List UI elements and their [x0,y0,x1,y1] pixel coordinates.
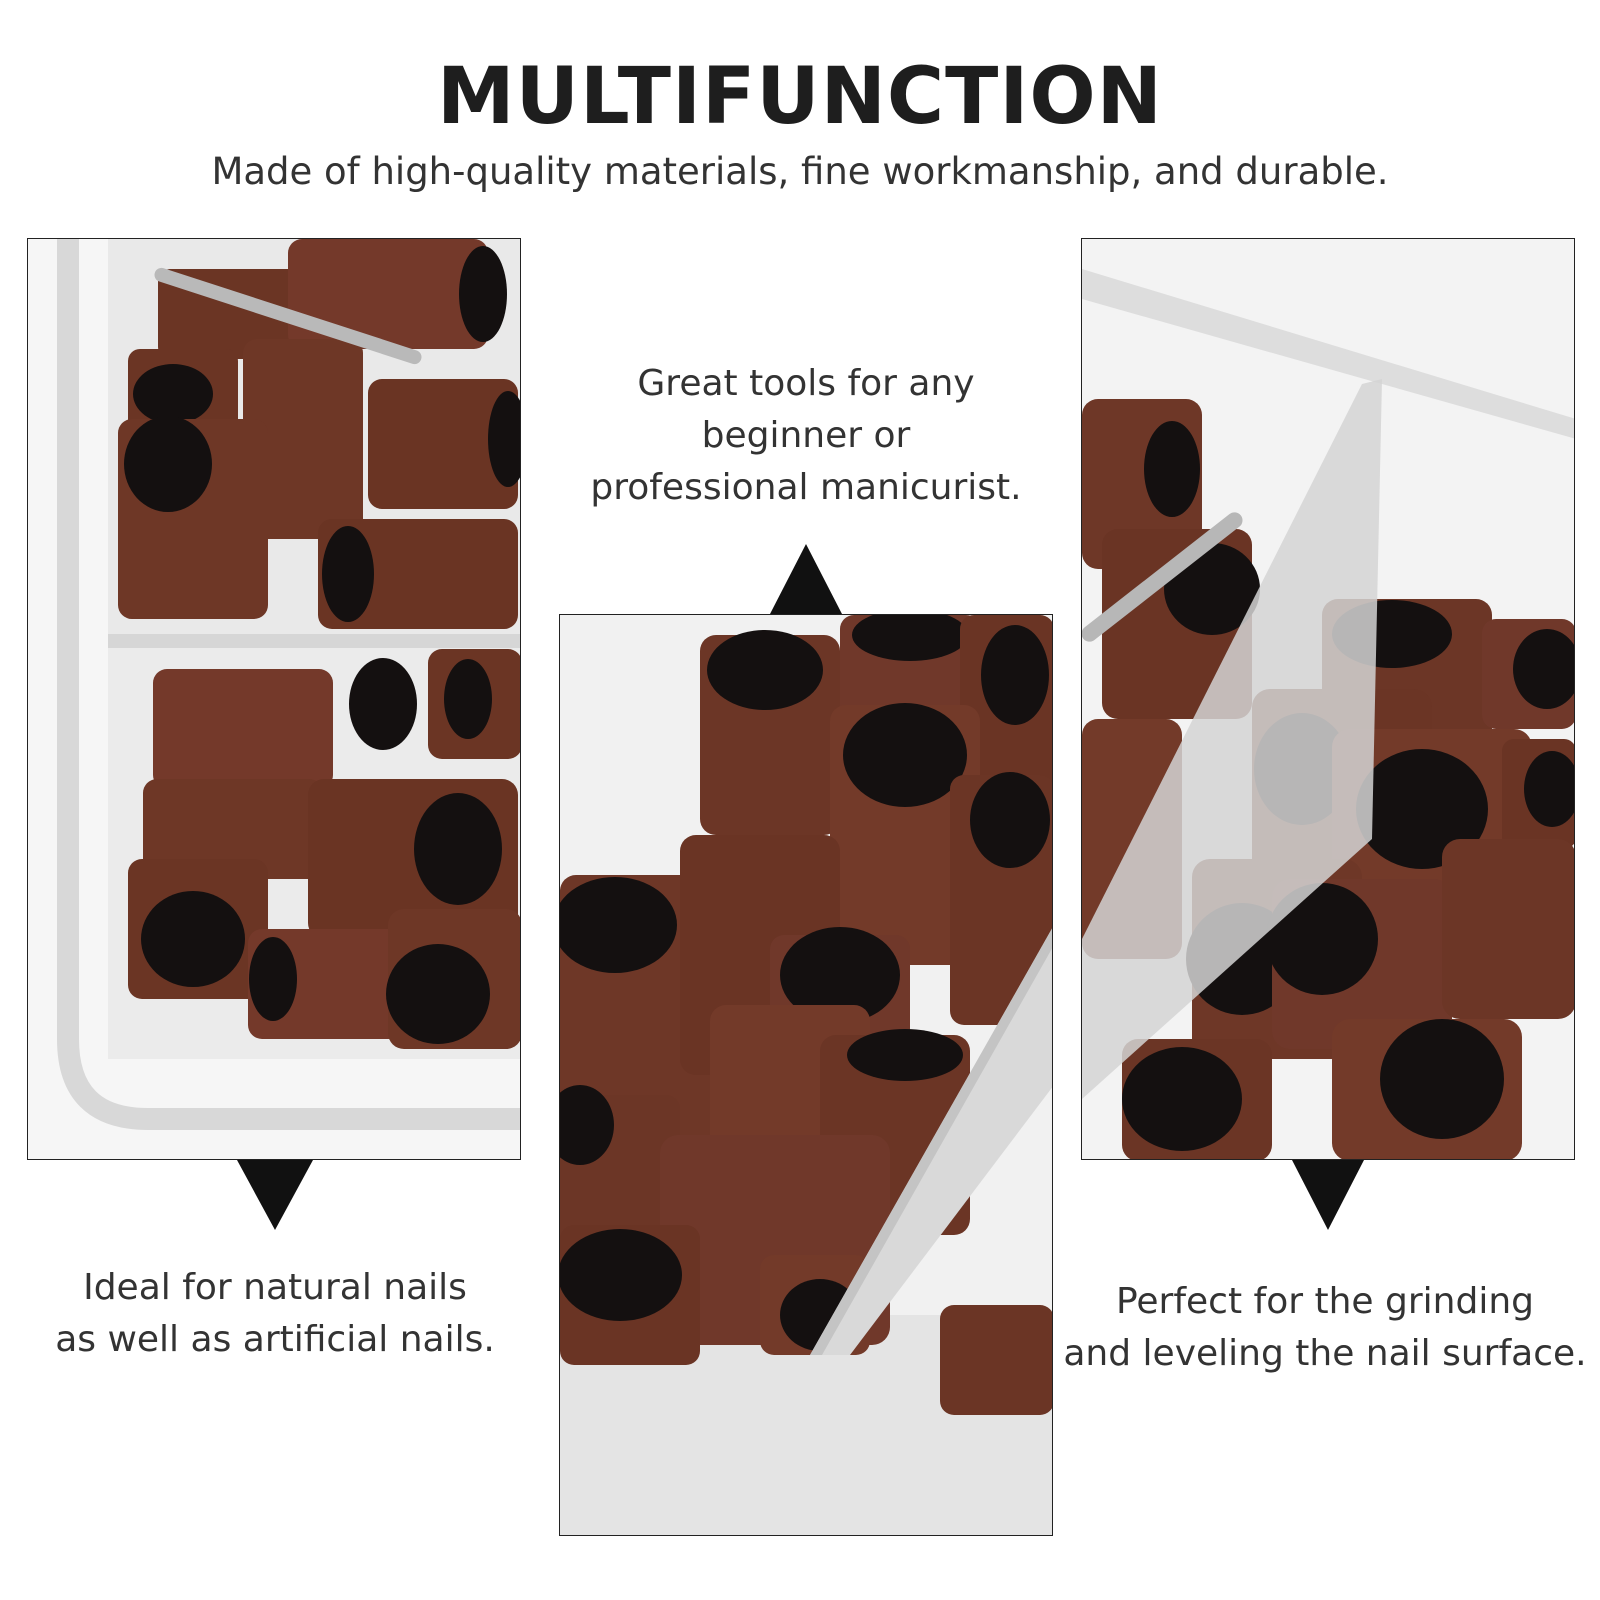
caption-line: beginner or [701,415,911,456]
product-photo-left [27,238,521,1160]
caption-line: and leveling the nail surface. [1063,1333,1587,1374]
caption-line: professional manicurist. [590,467,1022,508]
caption-line: Great tools for any [637,363,975,404]
up-arrow-icon [770,544,842,614]
product-photo-right [1081,238,1575,1160]
caption-line: as well as artificial nails. [55,1319,495,1360]
caption-line: Perfect for the grinding [1115,1281,1534,1322]
page-subtitle: Made of high-quality materials, fine wor… [211,150,1389,193]
page-title: MULTIFUNCTION [437,52,1163,142]
feature-caption-left: Ideal for natural nails as well as artif… [0,1262,550,1366]
feature-caption-right: Perfect for the grinding and leveling th… [1050,1276,1600,1380]
feature-caption-center: Great tools for any beginner or professi… [556,358,1056,514]
down-arrow-icon [237,1160,313,1230]
product-photo-center [559,614,1053,1536]
caption-line: Ideal for natural nails [83,1267,467,1308]
down-arrow-icon [1292,1160,1364,1230]
